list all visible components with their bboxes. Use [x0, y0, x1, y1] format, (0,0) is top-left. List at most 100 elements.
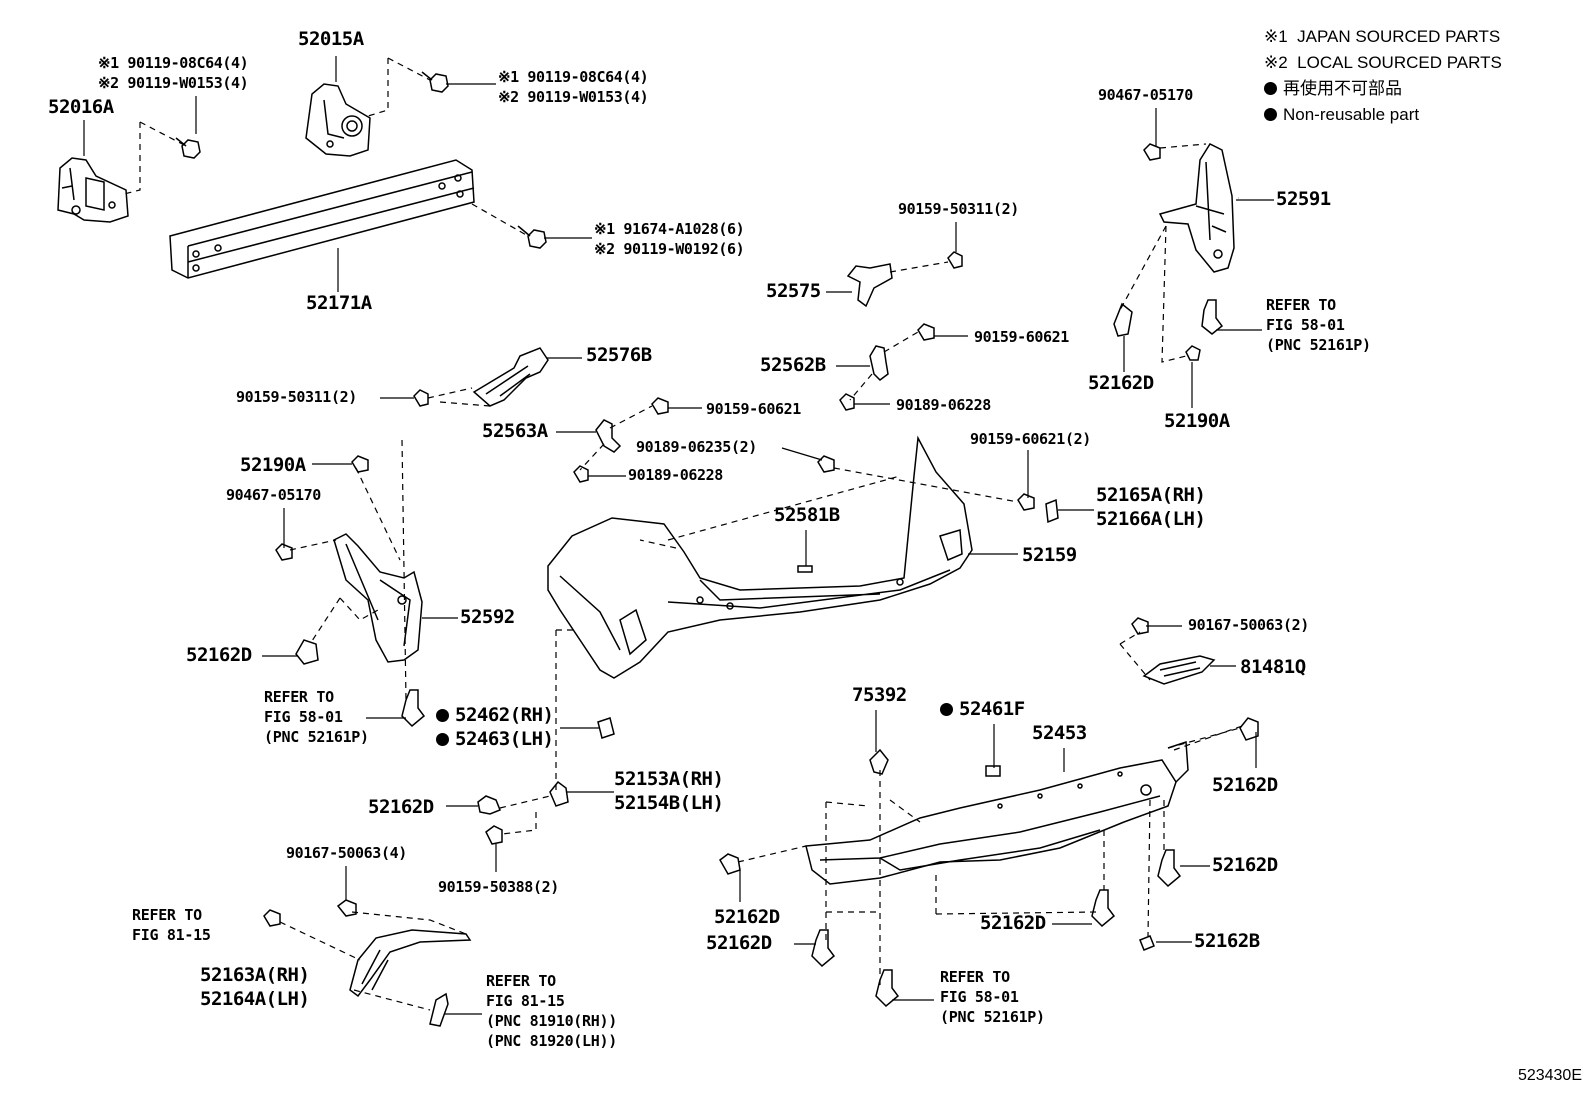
label-52016a[interactable]: 52016A	[48, 96, 114, 118]
label-bolt2-a[interactable]: ※1 90119-08C64(4)	[498, 68, 649, 86]
refer-l-2[interactable]: FIG 58-01	[264, 708, 343, 726]
refer-g-4[interactable]: (PNC 81920(LH))	[486, 1032, 617, 1050]
bracket-52163a	[263, 899, 472, 1027]
label-81481q[interactable]: 81481Q	[1240, 656, 1306, 678]
refer-f-2[interactable]: FIG 81-15	[132, 926, 211, 944]
label-52461f[interactable]: 52461F	[940, 700, 1025, 719]
label-52162d-b2[interactable]: 52162D	[706, 932, 772, 954]
lower-panel-52453	[805, 740, 1189, 885]
label-52162d-b4[interactable]: 52162D	[1212, 854, 1278, 876]
label-52462[interactable]: 52462(RH)	[436, 704, 554, 726]
clip-icon	[869, 748, 889, 775]
clip-52462	[597, 717, 615, 739]
solid-leaders	[83, 56, 1274, 1015]
label-52563a[interactable]: 52563A	[482, 420, 548, 442]
label-90159-60621-c[interactable]: 90159-60621(2)	[970, 430, 1091, 448]
nonreusable-dot-icon	[436, 733, 449, 746]
label-52162d-l[interactable]: 52162D	[186, 644, 252, 666]
label-52581b[interactable]: 52581B	[774, 504, 840, 526]
label-52165a[interactable]: 52165A(RH)	[1096, 484, 1206, 506]
label-bolt1-a[interactable]: ※1 90119-08C64(4)	[98, 54, 249, 72]
bracket-52015a	[305, 83, 371, 157]
drawing-code: 523430E	[1517, 1067, 1582, 1084]
label-52591[interactable]: 52591	[1276, 188, 1331, 210]
label-90159-60621-b[interactable]: 90159-60621	[706, 400, 801, 418]
reflector-81481q	[1131, 617, 1216, 685]
label-90467-05170-r[interactable]: 90467-05170	[1098, 86, 1193, 104]
label-52190a-r[interactable]: 52190A	[1164, 410, 1230, 432]
label-52162b[interactable]: 52162B	[1194, 930, 1260, 952]
label-52463[interactable]: 52463(LH)	[436, 728, 554, 750]
label-52463-text: 52463(LH)	[455, 728, 554, 750]
label-52162d-m[interactable]: 52162D	[368, 796, 434, 818]
clip-icon	[1239, 717, 1259, 741]
label-52164a[interactable]: 52164A(LH)	[200, 988, 310, 1010]
label-52159[interactable]: 52159	[1022, 544, 1077, 566]
label-52166a[interactable]: 52166A(LH)	[1096, 508, 1206, 530]
dashed-leaders	[123, 57, 1243, 1011]
label-52171a[interactable]: 52171A	[306, 292, 372, 314]
legend-nonreusable-en: Non-reusable part	[1264, 102, 1502, 128]
legend-nonreusable-jp: 再使用不可部品	[1264, 76, 1502, 102]
label-52592[interactable]: 52592	[460, 606, 515, 628]
label-90189-06228-a[interactable]: 90189-06228	[896, 396, 991, 414]
label-90189-06228-b[interactable]: 90189-06228	[628, 466, 723, 484]
label-75392[interactable]: 75392	[852, 684, 907, 706]
label-52162d-b3[interactable]: 52162D	[980, 912, 1046, 934]
label-52162d-b1[interactable]: 52162D	[714, 906, 780, 928]
bullet-icon	[1264, 108, 1277, 121]
label-52163a[interactable]: 52163A(RH)	[200, 964, 310, 986]
label-90159-50388[interactable]: 90159-50388(2)	[438, 878, 559, 896]
label-bolt1-b[interactable]: ※2 90119-W0153(4)	[98, 74, 249, 92]
bolt-icon	[421, 71, 449, 93]
bolt-icon	[517, 225, 547, 249]
bracket-52562b	[839, 323, 935, 411]
refer-l-3[interactable]: (PNC 52161P)	[264, 728, 369, 746]
label-52576b[interactable]: 52576B	[586, 344, 652, 366]
label-bolt2-b[interactable]: ※2 90119-W0153(4)	[498, 88, 649, 106]
clip-icon	[875, 969, 900, 1008]
label-90167-50063-l[interactable]: 90167-50063(4)	[286, 844, 407, 862]
label-90159-60621-a[interactable]: 90159-60621	[974, 328, 1069, 346]
label-52462-text: 52462(RH)	[455, 704, 554, 726]
label-90467-05170-l[interactable]: 90467-05170	[226, 486, 321, 504]
refer-r-2[interactable]: FIG 58-01	[1266, 316, 1345, 334]
label-90159-50311-l[interactable]: 90159-50311(2)	[236, 388, 357, 406]
label-52461f-text: 52461F	[959, 698, 1025, 720]
label-52154b[interactable]: 52154B(LH)	[614, 792, 724, 814]
bracket-52575	[846, 251, 963, 308]
label-bolt3-b[interactable]: ※2 90119-W0192(6)	[594, 240, 745, 258]
refer-r-3[interactable]: (PNC 52161P)	[1266, 336, 1371, 354]
label-52575[interactable]: 52575	[766, 280, 821, 302]
label-90159-50311-top[interactable]: 90159-50311(2)	[898, 200, 1019, 218]
label-90167-50063-r[interactable]: 90167-50063(2)	[1188, 616, 1309, 634]
bracket-52576b	[413, 347, 549, 407]
bracket-52016a	[57, 157, 129, 223]
clip-icon	[1091, 889, 1116, 928]
bracket-52591	[1113, 143, 1235, 361]
refer-l-1[interactable]: REFER TO	[264, 688, 334, 706]
refer-g-3[interactable]: (PNC 81910(RH))	[486, 1012, 617, 1030]
label-52190a-l[interactable]: 52190A	[240, 454, 306, 476]
refer-b-3[interactable]: (PNC 52161P)	[940, 1008, 1045, 1026]
label-52453[interactable]: 52453	[1032, 722, 1087, 744]
refer-f-1[interactable]: REFER TO	[132, 906, 202, 924]
label-52153a[interactable]: 52153A(RH)	[614, 768, 724, 790]
clip-icon	[811, 929, 836, 968]
refer-g-1[interactable]: REFER TO	[486, 972, 556, 990]
refer-g-2[interactable]: FIG 81-15	[486, 992, 565, 1010]
label-52015a[interactable]: 52015A	[298, 28, 364, 50]
label-52162d-rr[interactable]: 52162D	[1212, 774, 1278, 796]
label-52162d-r[interactable]: 52162D	[1088, 372, 1154, 394]
reinforcement-52171a	[169, 159, 475, 279]
clip-icon	[1139, 935, 1155, 951]
label-90189-06235[interactable]: 90189-06235(2)	[636, 438, 757, 456]
nonreusable-dot-icon	[436, 709, 449, 722]
label-bolt3-a[interactable]: ※1 91674-A1028(6)	[594, 220, 745, 238]
label-52562b[interactable]: 52562B	[760, 354, 826, 376]
legend-nonreusable-jp-text: 再使用不可部品	[1283, 79, 1402, 98]
refer-r-1[interactable]: REFER TO	[1266, 296, 1336, 314]
refer-b-2[interactable]: FIG 58-01	[940, 988, 1019, 1006]
refer-b-1[interactable]: REFER TO	[940, 968, 1010, 986]
